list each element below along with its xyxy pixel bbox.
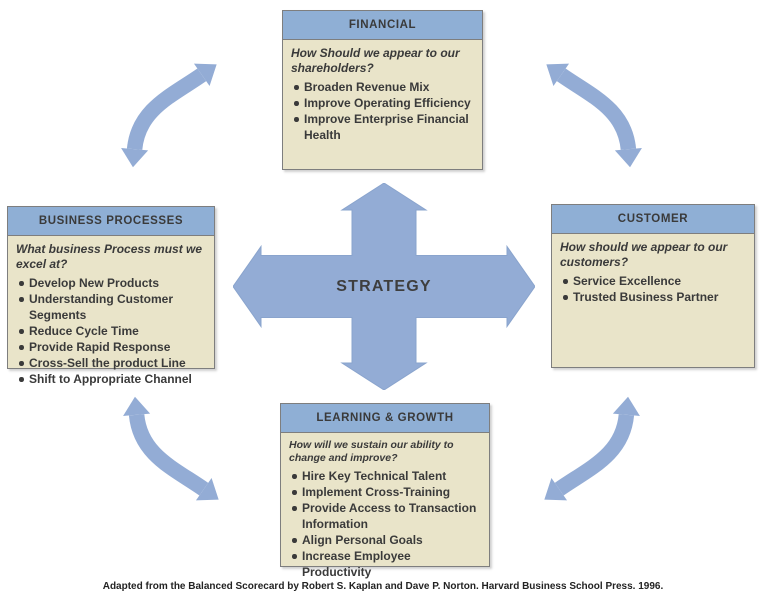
bullet-item: Improve Enterprise Financial Health	[291, 111, 474, 143]
bullet-dot-icon	[292, 538, 297, 543]
panel-financial: FINANCIAL How Should we appear to our sh…	[282, 10, 483, 170]
bullet-item: Improve Operating Efficiency	[291, 95, 474, 111]
strategy-cross-arrow-icon	[233, 183, 535, 390]
bullet-text: Cross-Sell the product Line	[29, 356, 186, 370]
bullet-dot-icon	[292, 474, 297, 479]
bullet-item: Increase Employee Productivity	[289, 548, 481, 580]
bullet-item: Shift to Appropriate Channel	[16, 371, 206, 387]
bullet-item: Service Excellence	[560, 273, 746, 289]
bullet-dot-icon	[19, 329, 24, 334]
strategy-label: STRATEGY	[336, 277, 432, 295]
bullet-item: Develop New Products	[16, 275, 206, 291]
bullet-dot-icon	[292, 554, 297, 559]
panel-business-processes-bullet-list: Develop New Products Understanding Custo…	[16, 275, 206, 387]
bullet-item: Implement Cross-Training	[289, 484, 481, 500]
panel-financial-title: FINANCIAL	[283, 11, 482, 40]
bullet-text: Reduce Cycle Time	[29, 324, 139, 338]
curved-arrow-customer-learning-icon	[544, 396, 640, 501]
panel-learning-growth-bullet-list: Hire Key Technical Talent Implement Cros…	[289, 468, 481, 580]
bullet-item: Provide Rapid Response	[16, 339, 206, 355]
panel-learning-growth-body: How will we sustain our ability to chang…	[281, 433, 489, 584]
bullet-dot-icon	[294, 101, 299, 106]
panel-customer-question: How should we appear to our customers?	[560, 240, 728, 269]
curved-arrow-learning-processes-icon	[123, 396, 219, 501]
bullet-dot-icon	[292, 506, 297, 511]
bullet-dot-icon	[19, 281, 24, 286]
panel-customer: CUSTOMER How should we appear to our cus…	[551, 204, 755, 368]
bullet-text: Understanding Customer Segments	[29, 292, 174, 322]
curved-arrow-financial-customer-icon	[546, 63, 642, 168]
bullet-dot-icon	[292, 490, 297, 495]
panel-business-processes-title: BUSINESS PROCESSES	[8, 207, 214, 236]
panel-learning-growth-question: How will we sustain our ability to chang…	[289, 439, 454, 464]
bullet-item: Reduce Cycle Time	[16, 323, 206, 339]
bullet-item: Hire Key Technical Talent	[289, 468, 481, 484]
bullet-dot-icon	[19, 377, 24, 382]
bullet-text: Service Excellence	[573, 274, 682, 288]
bullet-item: Understanding Customer Segments	[16, 291, 206, 323]
bullet-item: Provide Access to Transaction Informatio…	[289, 500, 481, 532]
attribution-text: Adapted from the Balanced Scorecard by R…	[102, 581, 664, 592]
bullet-dot-icon	[563, 295, 568, 300]
panel-learning-growth: LEARNING & GROWTH How will we sustain ou…	[280, 403, 490, 579]
bullet-dot-icon	[563, 279, 568, 284]
bullet-text: Provide Access to Transaction Informatio…	[302, 501, 477, 531]
panel-customer-bullet-list: Service Excellence Trusted Business Part…	[560, 273, 746, 305]
bullet-text: Improve Operating Efficiency	[304, 96, 471, 110]
panel-learning-growth-title: LEARNING & GROWTH	[281, 404, 489, 433]
bullet-text: Broaden Revenue Mix	[304, 80, 430, 94]
bullet-dot-icon	[19, 297, 24, 302]
bullet-text: Provide Rapid Response	[29, 340, 171, 354]
bullet-item: Cross-Sell the product Line	[16, 355, 206, 371]
panel-customer-body: How should we appear to our customers? S…	[552, 234, 754, 309]
bullet-dot-icon	[294, 117, 299, 122]
bullet-dot-icon	[19, 361, 24, 366]
panel-business-processes: BUSINESS PROCESSES What business Process…	[7, 206, 215, 386]
panel-customer-title: CUSTOMER	[552, 205, 754, 234]
bullet-dot-icon	[19, 345, 24, 350]
bullet-text: Trusted Business Partner	[573, 290, 719, 304]
bullet-item: Trusted Business Partner	[560, 289, 746, 305]
bullet-text: Shift to Appropriate Channel	[29, 372, 192, 386]
bullet-text: Increase Employee Productivity	[302, 549, 411, 579]
bullet-item: Broaden Revenue Mix	[291, 79, 474, 95]
panel-business-processes-question: What business Process must we excel at?	[16, 242, 203, 271]
bullet-dot-icon	[294, 85, 299, 90]
panel-financial-body: How Should we appear to our shareholders…	[283, 40, 482, 147]
bullet-text: Hire Key Technical Talent	[302, 469, 447, 483]
bullet-item: Align Personal Goals	[289, 532, 481, 548]
panel-business-processes-body: What business Process must we excel at? …	[8, 236, 214, 391]
curved-arrow-processes-financial-icon	[121, 63, 217, 168]
panel-financial-bullet-list: Broaden Revenue Mix Improve Operating Ef…	[291, 79, 474, 143]
bullet-text: Align Personal Goals	[302, 533, 423, 547]
bullet-text: Develop New Products	[29, 276, 160, 290]
panel-financial-question: How Should we appear to our shareholders…	[291, 46, 460, 75]
bullet-text: Implement Cross-Training	[302, 485, 451, 499]
bullet-text: Improve Enterprise Financial Health	[304, 112, 469, 142]
